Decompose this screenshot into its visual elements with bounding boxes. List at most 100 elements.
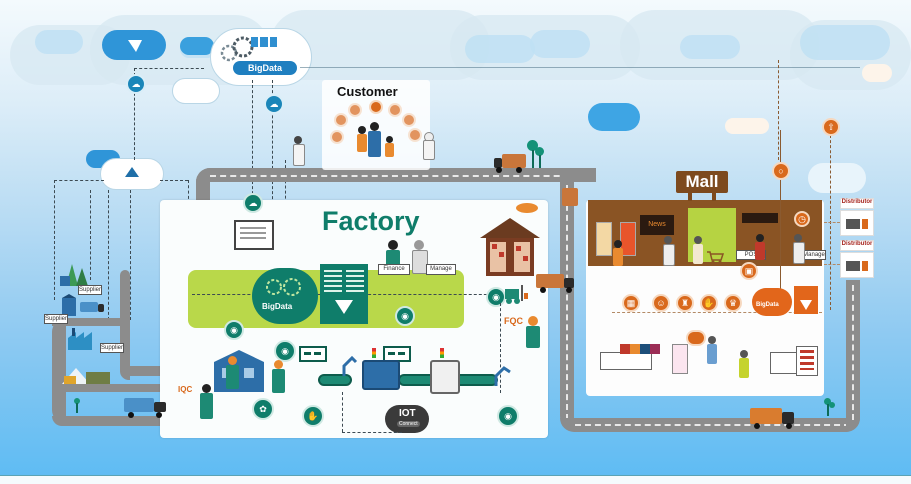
factory-building-icon [68,328,92,350]
machine-icon [362,360,400,390]
channel-icon [408,128,422,142]
connection-line [54,180,55,300]
road-marking [852,285,854,420]
cloud-shape [808,163,866,193]
upload-node-icon[interactable]: ⇧ [822,118,840,136]
mall-bigdata-label: BigData [756,302,779,308]
process-node-icon[interactable]: ✿ [252,398,274,420]
cloud-shape [800,25,890,60]
devices-cloud [172,78,220,104]
process-node-icon[interactable]: ◉ [224,320,244,340]
tree-icon [74,398,84,414]
supplier-label: Supplier [44,314,68,324]
warehouse-icon [480,218,540,276]
server-icon [251,37,277,47]
platform-icon [335,300,353,314]
connection-line [160,180,188,181]
info-screen [742,213,778,223]
connection-line [300,67,860,68]
road-marking [566,185,568,420]
supplier-cloud [100,158,164,190]
pos-desk: POS [736,250,766,260]
supplier-label: Supplier [78,285,102,295]
signal-light-icon [440,348,444,358]
news-screen: News [640,215,674,235]
device-cloud [862,64,892,82]
mall-node-icon[interactable]: ✋ [700,294,718,312]
connection-line [780,130,781,310]
mall-node-icon[interactable]: ▣ [740,262,758,280]
robot-arm-icon [342,355,358,376]
truck-icon [494,152,528,174]
mining-icon [62,368,110,384]
cloud-node-icon[interactable]: ☁ [264,94,284,114]
channel-icon [334,113,348,127]
mall-manage-desk: Manage [802,250,826,260]
cloud-shape [180,37,214,55]
cloud-shape [465,35,535,63]
factory-bigdata-label: BigData [262,302,293,311]
fqc-label: FQC [504,316,523,326]
iqc-label: IQC [178,385,193,394]
shopping-cart-icon [707,251,724,264]
bottom-border [0,475,911,484]
bigdata-cloud: BigData [210,28,312,86]
process-node-icon[interactable]: ◉ [497,405,519,427]
connection-line [824,222,840,223]
monitor-icon [299,346,327,362]
road [52,416,162,426]
process-node-icon[interactable]: ◉ [395,306,415,326]
mall-sign: Mall [676,171,728,193]
computer-icon [234,220,274,250]
mall-node-icon[interactable]: ▦ [622,294,640,312]
distributor-label: Distributor [840,198,874,209]
machine-icon [430,360,460,394]
gear-icon [266,278,301,296]
truck-icon [750,406,796,430]
process-node-icon[interactable]: ✋ [302,405,324,427]
connection-line [830,130,831,310]
channel-icon [388,103,402,117]
kiosk-icon [620,222,636,256]
mall-node-icon[interactable]: ♛ [724,294,742,312]
mall-node-icon[interactable]: ○ [772,162,790,180]
bigdata-badge: BigData [233,61,297,75]
tree-icon [527,140,547,170]
road-marking [575,424,850,426]
gear-icon [220,36,254,62]
cloud-platform [102,30,166,60]
clothing-rack [620,344,660,354]
road [52,384,162,392]
tree-icon [824,398,840,418]
manage-desk: Manage [426,264,456,275]
connection-line [90,190,91,280]
truck-icon [562,188,580,210]
road-marking [210,175,590,177]
conveyor-icon [318,374,352,386]
cloud-node-icon[interactable]: ☁ [126,74,146,94]
news-label: News [648,221,666,228]
road [120,270,130,380]
connection-line [342,432,402,433]
signal-light-icon [372,348,376,358]
platform-icon [125,167,139,177]
mall-node-icon[interactable]: ♜ [676,294,694,312]
kiosk-icon [596,222,612,256]
channel-icon [369,100,383,114]
cloud-node-icon[interactable]: ☁ [243,193,263,213]
channel-icon [402,113,416,127]
cloud-shape [588,103,640,131]
connection-line [612,312,822,313]
mall-node-icon[interactable]: ☺ [652,294,670,312]
road [196,168,210,208]
truck-icon [124,398,168,420]
connection-line [54,180,104,181]
channel-icon [348,103,362,117]
cloud-shape [35,30,83,54]
bigdata-label: BigData [247,63,282,73]
process-node-icon[interactable]: ◉ [274,340,296,362]
mall-bigdata-cloud: BigData [752,288,792,316]
iot-cloud[interactable]: IOT Connect [385,405,429,433]
distributor-icon [840,210,874,236]
silo-icon [62,294,76,316]
